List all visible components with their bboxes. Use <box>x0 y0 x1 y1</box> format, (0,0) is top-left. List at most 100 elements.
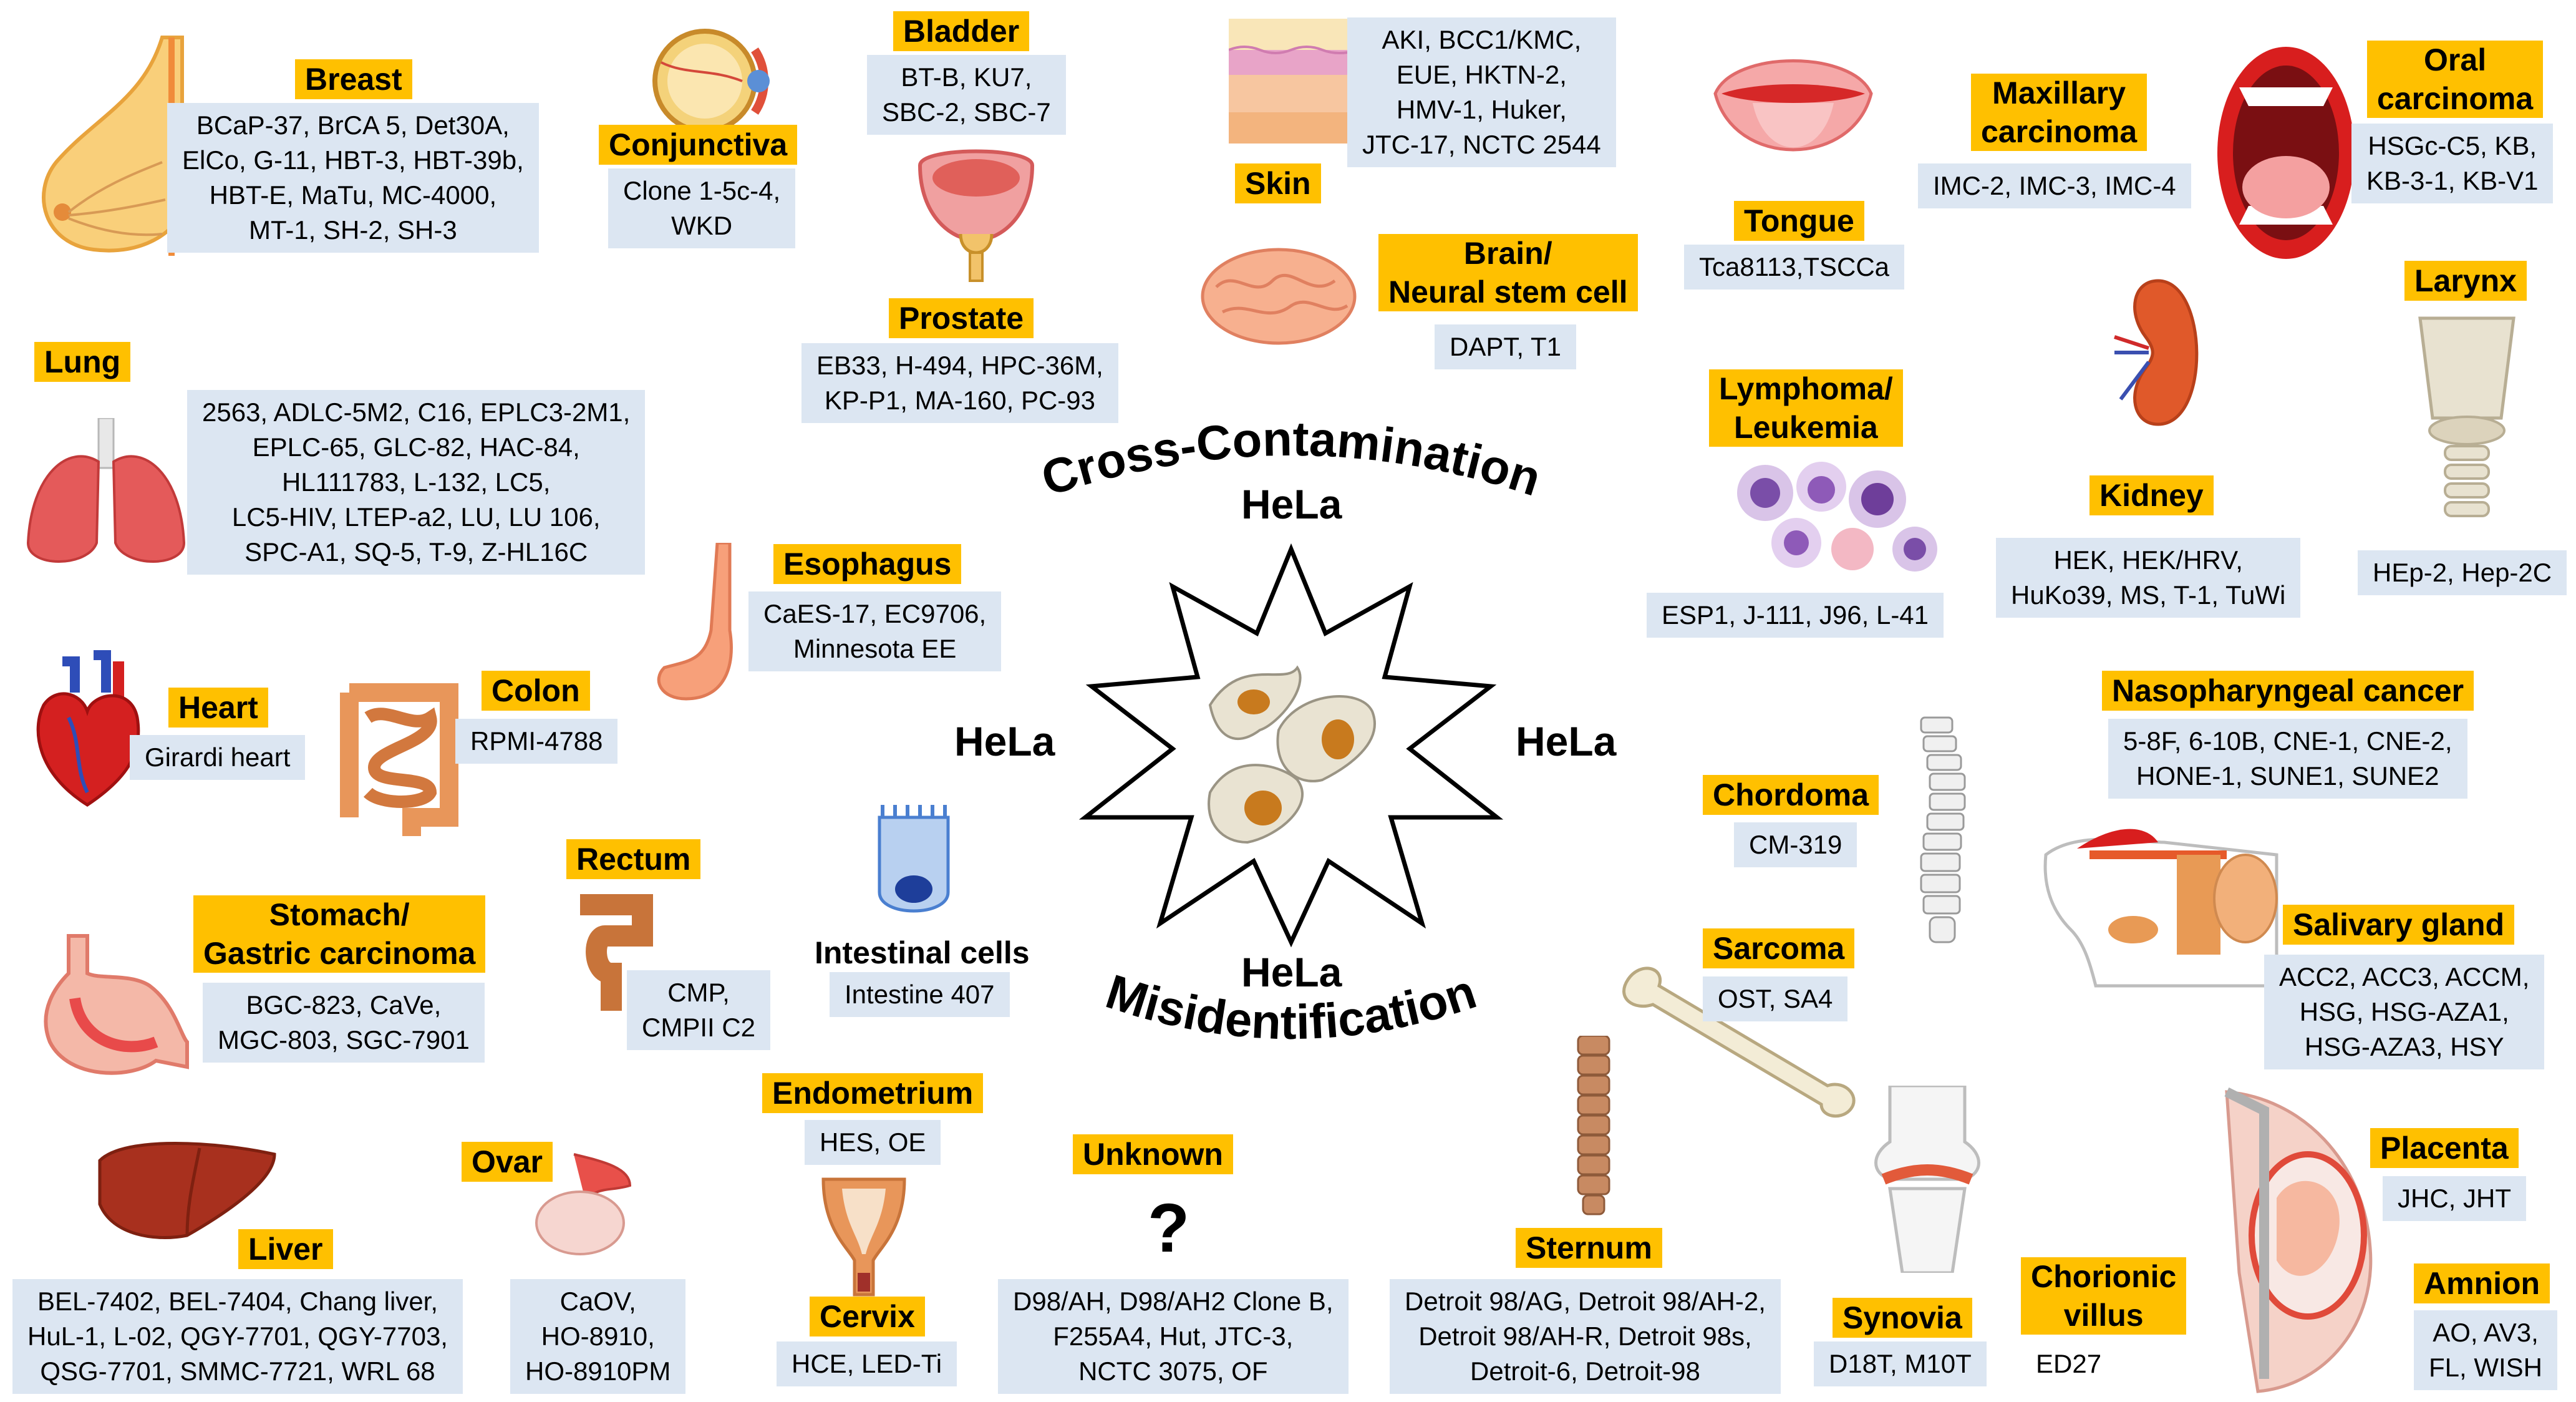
larynx-icon <box>2408 312 2526 537</box>
lung-cells: 2563, ADLC-5M2, C16, EPLC3-2M1, EPLC-65,… <box>187 390 646 575</box>
hela-top: HeLa <box>1241 481 1342 527</box>
sternum-label: Sternum <box>1516 1228 1662 1268</box>
brain-icon <box>1198 243 1360 349</box>
endometrium-cells: HES, OE <box>805 1120 941 1165</box>
breast-label: Breast <box>295 59 412 99</box>
rectum-label: Rectum <box>566 839 701 879</box>
ovar-label: Ovar <box>462 1142 553 1182</box>
larynx-label: Larynx <box>2404 261 2527 301</box>
sarcoma-label: Sarcoma <box>1703 928 1855 968</box>
hela-left: HeLa <box>954 718 1055 764</box>
bone-icon <box>1615 961 1865 1123</box>
maxillary-label: Maxillary carcinoma <box>1971 74 2147 151</box>
conjunctiva-cells: Clone 1-5c-4, WKD <box>608 168 796 248</box>
brain-label: Brain/ Neural stem cell <box>1378 234 1638 311</box>
stomach-icon <box>31 930 200 1086</box>
chorionic-label: Chorionic villus <box>2021 1257 2187 1335</box>
synovia-cells: D18T, M10T <box>1814 1341 1987 1386</box>
cervix-label: Cervix <box>810 1297 925 1336</box>
hela-bottom: HeLa <box>1241 949 1342 995</box>
placenta-label: Placenta <box>2370 1128 2519 1168</box>
sternum-cells: Detroit 98/AG, Detroit 98/AH-2, Detroit … <box>1390 1279 1781 1394</box>
intestinal-label: Intestinal cells <box>815 935 1030 970</box>
liver-cells: BEL-7402, BEL-7404, Chang liver, HuL-1, … <box>12 1279 463 1394</box>
salivary-cells: ACC2, ACC3, ACCM, HSG, HSG-AZA1, HSG-AZA… <box>2264 955 2545 1069</box>
esophagus-cells: CaES-17, EC9706, Minnesota EE <box>748 591 1002 671</box>
liver-label: Liver <box>238 1229 333 1269</box>
intestinal-cell-icon <box>873 799 954 923</box>
open-mouth-icon <box>2214 44 2358 262</box>
kidney-icon <box>2102 275 2214 431</box>
ovary-icon <box>524 1148 636 1260</box>
head-section-icon <box>2040 817 2302 992</box>
bladder-label: Bladder <box>893 11 1030 51</box>
kidney-cells: HEK, HEK/HRV, HuKo39, MS, T-1, TuWi <box>1996 538 2301 618</box>
chorionic-cells: ED27 <box>2036 1349 2102 1378</box>
intestinal-cells: Intestine 407 <box>830 972 1010 1017</box>
eye-icon <box>636 25 780 137</box>
oral-label: Oral carcinoma <box>2367 41 2544 118</box>
maxillary-cells: IMC-2, IMC-3, IMC-4 <box>1918 163 2191 208</box>
lungs-icon <box>19 418 193 574</box>
prostate-label: Prostate <box>889 298 1034 338</box>
endometrium-label: Endometrium <box>762 1073 984 1113</box>
stomach-cells: BGC-823, CaVe, MGC-803, SGC-7901 <box>203 983 485 1063</box>
tongue-label: Tongue <box>1734 201 1864 241</box>
synovia-label: Synovia <box>1833 1298 1972 1338</box>
misidentification-title: Misidentification <box>1029 967 1553 1086</box>
brain-cells: DAPT, T1 <box>1435 324 1576 369</box>
esophagus-icon <box>649 543 755 705</box>
skin-cells: AKI, BCC1/KMC, EUE, HKTN-2, HMV-1, Huker… <box>1347 17 1616 167</box>
sarcoma-cells: OST, SA4 <box>1703 976 1848 1021</box>
conjunctiva-label: Conjunctiva <box>599 125 798 165</box>
heart-label: Heart <box>168 688 268 728</box>
larynx-cells: HEp-2, Hep-2C <box>2358 550 2567 595</box>
spine-icon <box>1902 711 1977 948</box>
rectum-icon <box>574 892 655 1017</box>
hela-star-icon <box>1073 543 1509 948</box>
kidney-label: Kidney <box>2089 475 2214 515</box>
stomach-label: Stomach/ Gastric carcinoma <box>193 895 486 973</box>
esophagus-label: Esophagus <box>773 544 962 584</box>
bladder-cells: BT-B, KU7, SBC-2, SBC-7 <box>867 55 1066 135</box>
unknown-label: Unknown <box>1073 1134 1233 1174</box>
placenta-cells: JHC, JHT <box>2383 1176 2526 1221</box>
heart-icon <box>25 649 150 811</box>
cervix-cells: HCE, LED-Ti <box>777 1341 957 1386</box>
prostate-icon <box>908 140 1045 284</box>
rectum-cells: CMP, CMPII C2 <box>627 970 771 1050</box>
blood-cells-icon <box>1728 455 1940 574</box>
prostate-cells: EB33, H-494, HPC-36M, KP-P1, MA-160, PC-… <box>801 343 1118 423</box>
breast-icon <box>19 25 187 268</box>
tongue-icon <box>1709 44 1877 187</box>
chordoma-label: Chordoma <box>1703 775 1879 815</box>
heart-cells: Girardi heart <box>130 735 306 780</box>
colon-cells: RPMI-4788 <box>455 719 618 764</box>
breast-cells: BCaP-37, BrCA 5, Det30A, ElCo, G-11, HBT… <box>167 103 539 253</box>
oral-cells: HSGc-C5, KB, KB-3-1, KB-V1 <box>2351 124 2554 203</box>
question-mark-icon: ? <box>1148 1190 1190 1267</box>
uterus-icon <box>817 1173 911 1298</box>
colon-label: Colon <box>482 671 590 711</box>
cross-contamination-title: Cross-Contamination <box>998 399 1584 518</box>
tongue-cells: Tca8113,TSCCa <box>1684 245 1905 290</box>
pregnancy-icon <box>2202 1086 2389 1398</box>
chordoma-cells: CM-319 <box>1734 822 1857 867</box>
ovar-cells: CaOV, HO-8910, HO-8910PM <box>510 1279 686 1394</box>
nasopharyngeal-cells: 5-8F, 6-10B, CNE-1, CNE-2, HONE-1, SUNE1… <box>2108 719 2467 799</box>
liver-icon <box>94 1136 281 1248</box>
skin-label: Skin <box>1235 163 1321 203</box>
hela-right: HeLa <box>1516 718 1617 764</box>
nasopharyngeal-label: Nasopharyngeal cancer <box>2102 671 2474 711</box>
lymphoma-label: Lymphoma/ Leukemia <box>1709 369 1903 447</box>
amnion-label: Amnion <box>2414 1263 2550 1303</box>
unknown-cells: D98/AH, D98/AH2 Clone B, F255A4, Hut, JT… <box>998 1279 1349 1394</box>
knee-icon <box>1859 1086 1996 1273</box>
lymphoma-cells: ESP1, J-111, J96, L-41 <box>1647 593 1944 638</box>
intestine-icon <box>337 680 462 842</box>
amnion-cells: AO, AV3, FL, WISH <box>2414 1310 2558 1390</box>
sternum-icon <box>1572 1036 1615 1217</box>
salivary-label: Salivary gland <box>2283 905 2515 945</box>
skin-icon <box>1229 19 1360 144</box>
lung-label: Lung <box>34 342 131 382</box>
